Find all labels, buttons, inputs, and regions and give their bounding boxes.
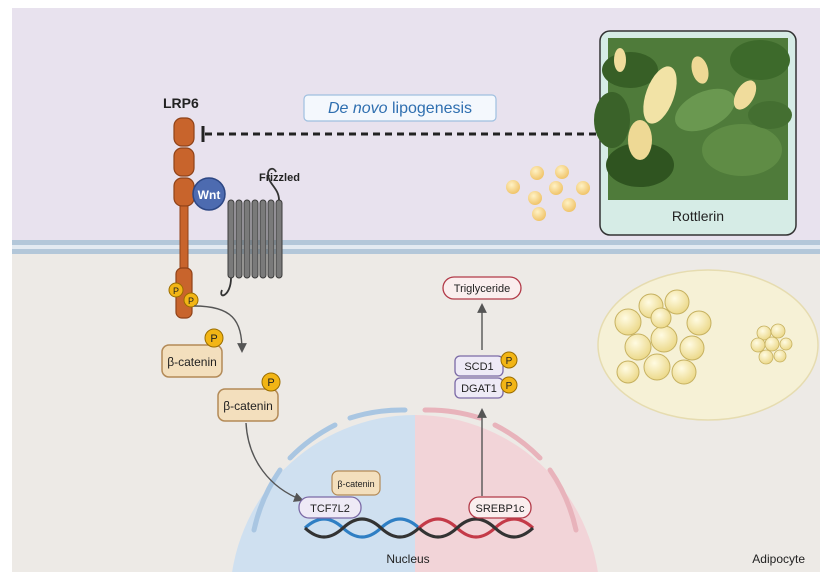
triglyceride-label: Triglyceride	[454, 283, 510, 295]
de-novo-italic: De novo	[328, 100, 388, 117]
beta-catenin-label-1: β-catenin	[167, 355, 217, 369]
arrow-catenin-to-tcf7l2	[245, 422, 304, 502]
dna-helix	[303, 517, 535, 539]
phospho-lrp6-1-label: P	[173, 286, 179, 296]
phospho-catenin-2	[261, 372, 281, 392]
lrp6-receptor	[173, 117, 195, 319]
phospho-dgat1-label: P	[506, 381, 513, 392]
rottlerin-label: Rottlerin	[672, 208, 724, 224]
dgat1-label: DGAT1	[461, 383, 497, 395]
srebp1c-label: SREBP1c	[476, 503, 525, 515]
nucleus-label: Nucleus	[386, 552, 429, 566]
tcf7l2-box	[298, 496, 362, 519]
phospho-lrp6-2-label: P	[188, 296, 194, 306]
scd1-label: SCD1	[464, 361, 493, 373]
phospho-lrp6-1	[168, 282, 184, 298]
frizzled-receptor	[220, 167, 283, 297]
frizzled-label: Frizzled	[259, 172, 300, 184]
de-novo-rest: lipogenesis	[388, 100, 473, 117]
beta-catenin-box-1	[161, 344, 223, 378]
lrp6-label: LRP6	[163, 95, 199, 111]
cell-membrane	[12, 240, 820, 254]
srebp1c-box	[468, 496, 532, 519]
phospho-catenin-1-label: P	[210, 333, 217, 345]
large-lipid-droplets	[614, 289, 712, 385]
tcf7l2-label: TCF7L2	[310, 503, 350, 515]
phospho-scd1-label: P	[506, 356, 513, 367]
arrow-lrp6-to-catenin	[193, 305, 247, 353]
adipocyte-label: Adipocyte	[752, 552, 805, 566]
phospho-scd1	[500, 351, 518, 369]
wnt-label: Wnt	[198, 188, 221, 202]
de-novo-lipogenesis-label: De novo lipogenesis	[328, 100, 472, 117]
beta-catenin-box-2	[217, 388, 279, 422]
small-lipid-droplets	[750, 323, 793, 365]
beta-catenin-label-2: β-catenin	[223, 399, 273, 413]
rottlerin-molecules	[506, 165, 590, 221]
nucleus	[232, 407, 598, 572]
de-novo-lipogenesis-box	[303, 94, 497, 122]
phospho-lrp6-2	[183, 292, 199, 308]
beta-catenin-nuclear-box	[331, 470, 381, 496]
phospho-catenin-2-label: P	[267, 377, 274, 389]
triglyceride-box	[442, 276, 522, 300]
rottlerin-plant-photo	[594, 38, 792, 200]
phospho-dgat1	[500, 376, 518, 394]
phospho-catenin-1	[204, 328, 224, 348]
beta-catenin-nuclear-label: β-catenin	[337, 479, 374, 489]
wnt-ligand	[192, 177, 226, 211]
